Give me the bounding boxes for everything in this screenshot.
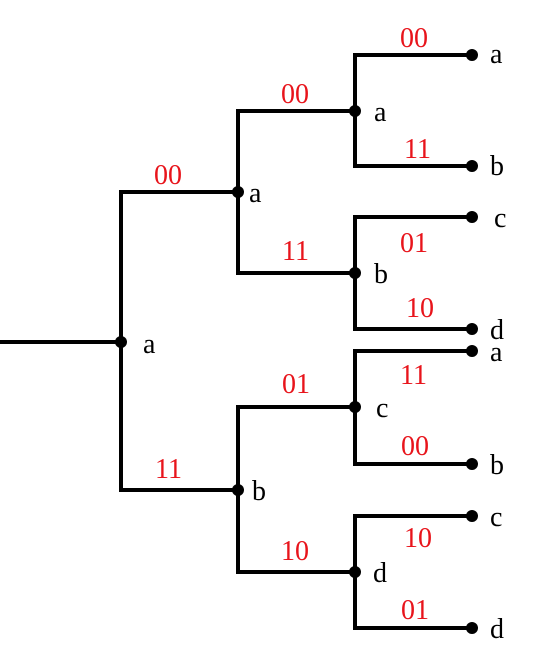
leaf-state-label: d <box>490 614 504 645</box>
leaf-node <box>466 510 478 522</box>
branch-code-label: 10 <box>404 523 432 554</box>
l1a-branch-lower <box>236 190 357 275</box>
branch-code-label: 00 <box>401 431 429 462</box>
branch-code-label: 00 <box>281 79 309 110</box>
root-state-label: a <box>143 329 156 360</box>
leaf-node <box>466 211 478 223</box>
l2-state-label: b <box>374 259 388 290</box>
l2-state-label: d <box>373 558 387 589</box>
leaf-state-label: c <box>494 203 506 234</box>
l2-state-label: a <box>374 97 387 128</box>
l1b-branch-upper <box>236 405 357 492</box>
branch-code-label: 10 <box>406 293 434 324</box>
root-branch-upper <box>119 190 240 344</box>
leaf-node <box>466 345 478 357</box>
leaf-node <box>466 49 478 61</box>
leaf-state-label: d <box>490 315 504 346</box>
leaf-state-label: c <box>490 502 502 533</box>
l1-node-b <box>232 484 244 496</box>
root-node <box>115 336 127 348</box>
branch-code-label: 01 <box>401 595 429 626</box>
l1a-branch-upper <box>236 109 357 194</box>
branch-code-label: 10 <box>281 536 309 567</box>
branch-code-label: 00 <box>154 160 182 191</box>
l2-node-a <box>349 105 361 117</box>
l2-state-label: c <box>376 393 388 424</box>
l1-state-label: a <box>249 178 262 209</box>
leaf-state-label: a <box>490 39 503 70</box>
branch-code-label: 11 <box>155 454 182 485</box>
branch-code-label: 01 <box>282 369 310 400</box>
branch-code-label: 00 <box>400 23 428 54</box>
branch-code-label: 11 <box>400 360 427 391</box>
l1b-branch-lower <box>236 488 357 574</box>
leaf-state-label: a <box>490 337 503 368</box>
branch-code-label: 01 <box>400 228 428 259</box>
root-branch-lower <box>119 340 240 492</box>
branch-code-label: 11 <box>404 134 431 165</box>
l2-node-b <box>349 267 361 279</box>
leaf-node <box>466 622 478 634</box>
l2-node-d <box>349 566 361 578</box>
branch-code-label: 11 <box>282 236 309 267</box>
leaf-node <box>466 458 478 470</box>
leaf-node <box>466 323 478 335</box>
leaf-node <box>466 160 478 172</box>
leaf-state-label: b <box>490 450 504 481</box>
l1-state-label: b <box>252 476 266 507</box>
l1-node-a <box>232 186 244 198</box>
leaf-state-label: b <box>490 151 504 182</box>
l2-node-c <box>349 401 361 413</box>
